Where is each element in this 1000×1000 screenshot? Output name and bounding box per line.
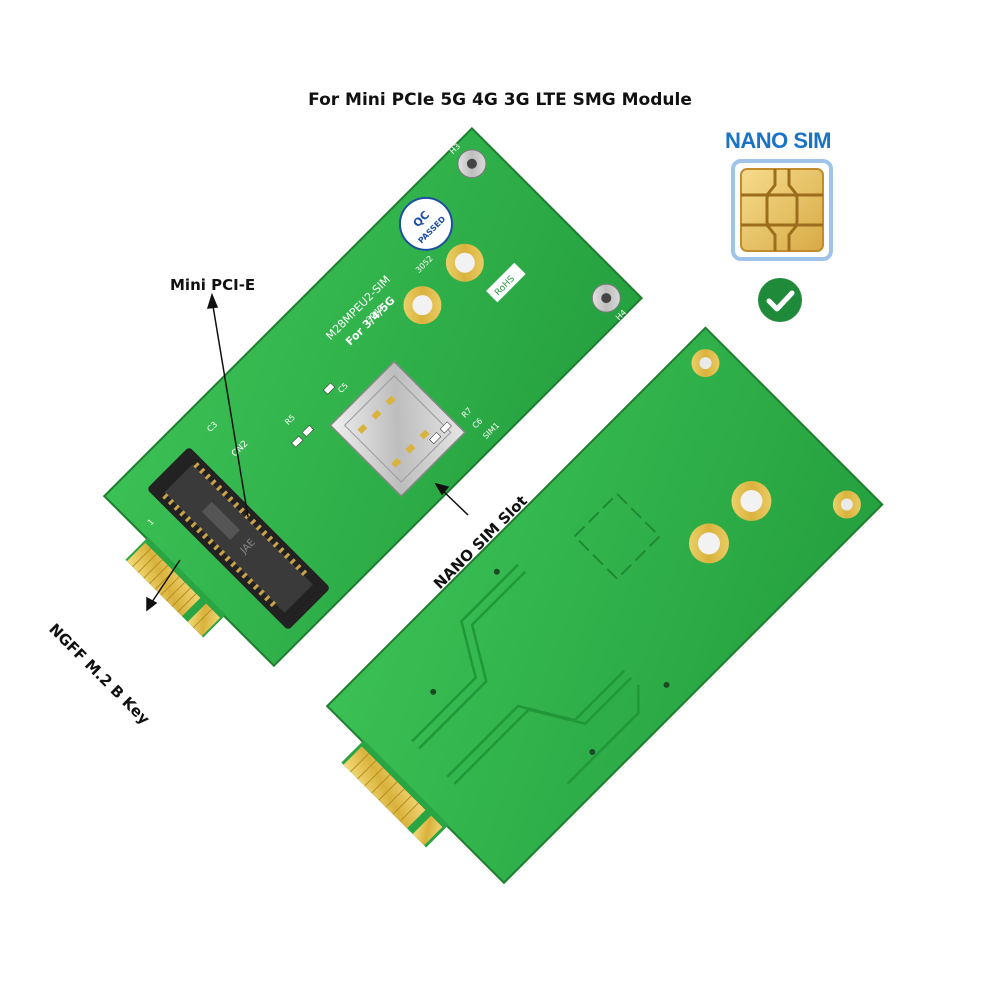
check-icon (758, 278, 802, 322)
back-board (325, 326, 884, 885)
nano-sim-title: NANO SIM (725, 128, 832, 153)
front-gold-fingers (125, 537, 226, 638)
back-gold-fingers (341, 740, 449, 848)
page-title: For Mini PCIe 5G 4G 3G LTE SMG Module (308, 90, 692, 110)
nano-sim-slot (329, 360, 466, 498)
label-mini-pcie: Mini PCI-E (170, 276, 256, 294)
qc-passed-sticker: QC PASSED (398, 196, 453, 251)
svg-text:1: 1 (146, 517, 156, 527)
front-board: QC PASSED M28MPEU2-SIM For 3/4/5G CN2 C3… (102, 126, 644, 668)
nano-sim-card-icon (731, 159, 833, 261)
annotation-arrows (146, 292, 469, 612)
mini-pcie-slot (148, 448, 329, 629)
